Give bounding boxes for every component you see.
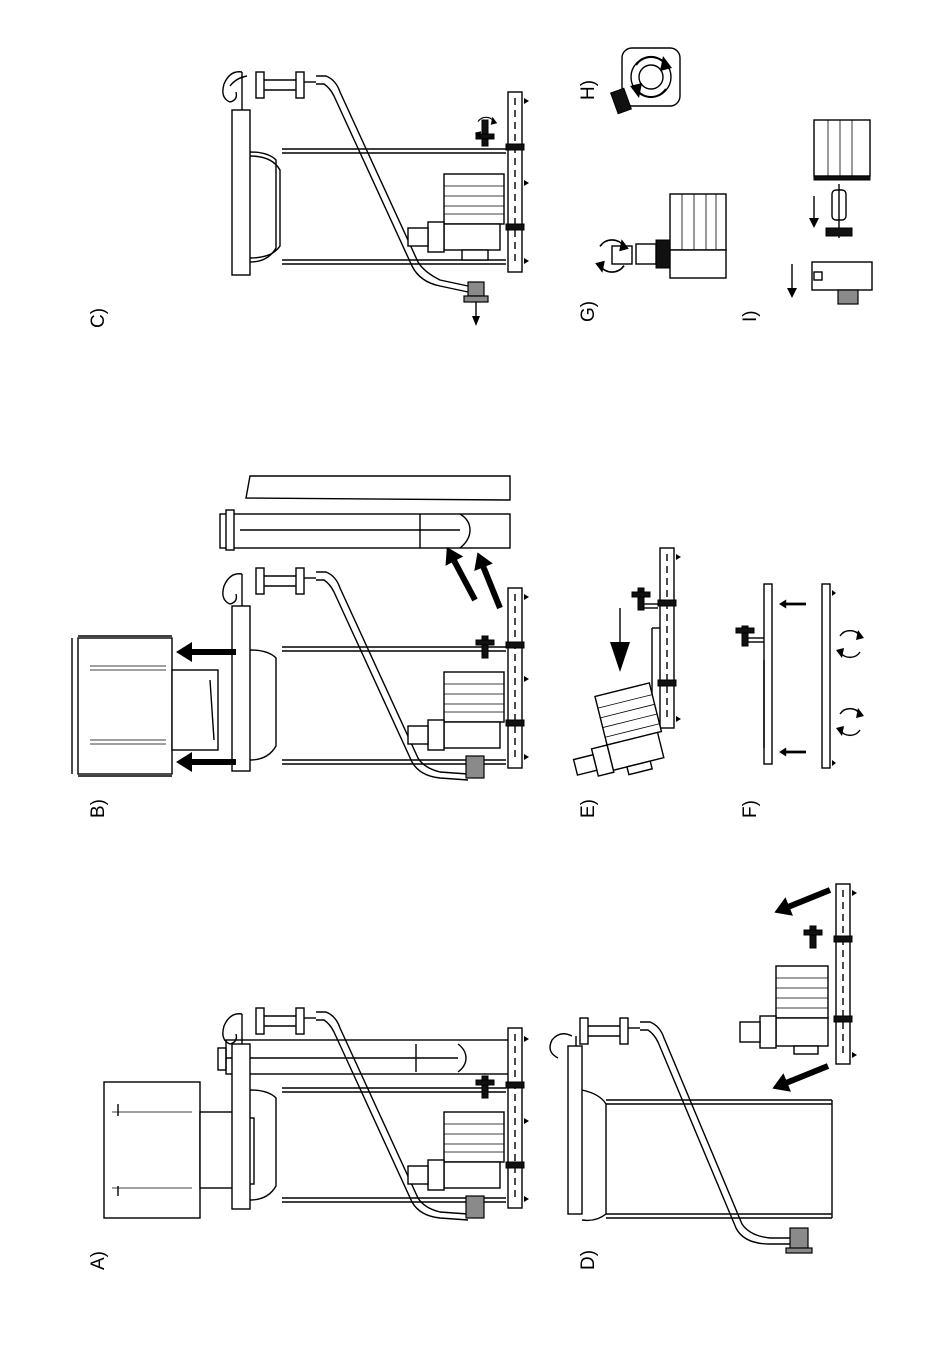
step-label-a: A) bbox=[88, 1251, 109, 1270]
filter-housing bbox=[104, 1082, 200, 1218]
step-label-c: C) bbox=[88, 308, 109, 328]
cover-lid bbox=[246, 476, 510, 500]
step-c-diagram: C) bbox=[88, 72, 529, 328]
step-i-diagram: I) bbox=[740, 120, 872, 322]
step-h-diagram: H) bbox=[578, 48, 680, 114]
step-label-f: F) bbox=[740, 800, 761, 818]
housing-plate bbox=[232, 110, 250, 275]
filter-housing-removed bbox=[78, 638, 172, 774]
step-f-diagram: F) bbox=[736, 584, 864, 818]
step-b-diagram: B) bbox=[72, 476, 529, 818]
step-label-b: B) bbox=[88, 799, 109, 818]
step-label-e: E) bbox=[578, 799, 599, 818]
step-d-diagram: D) bbox=[550, 881, 857, 1270]
step-label-g: G) bbox=[578, 301, 599, 322]
step-g-diagram: G) bbox=[578, 194, 726, 322]
step-label-h: H) bbox=[578, 80, 599, 100]
step-label-d: D) bbox=[578, 1250, 599, 1270]
pump-motor bbox=[444, 174, 504, 224]
step-e-diagram: E) bbox=[560, 548, 681, 818]
step-label-i: I) bbox=[740, 310, 761, 322]
step-a-diagram: A) bbox=[88, 1008, 529, 1270]
